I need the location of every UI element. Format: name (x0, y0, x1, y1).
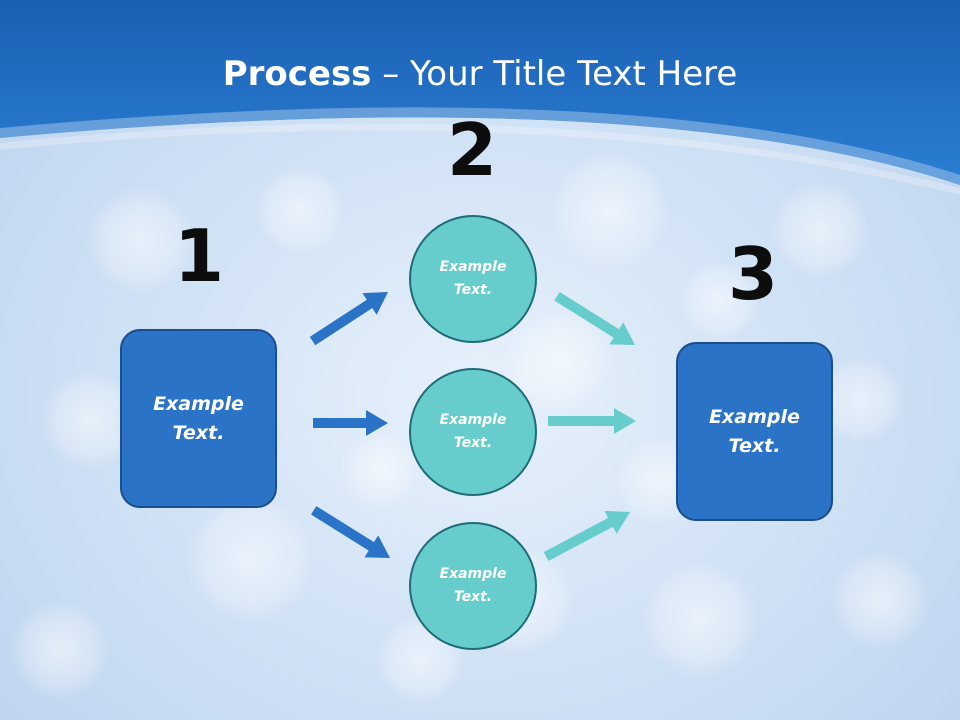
step-number-2: 2 (446, 108, 498, 192)
slide-title: Process – Your Title Text Here (0, 50, 960, 98)
circle-middle: Example Text. (409, 368, 537, 496)
step-number-3: 3 (727, 232, 779, 316)
title-bold: Process (222, 54, 372, 94)
header-highlight (0, 107, 960, 185)
start-box-label: Example Text. (153, 392, 244, 444)
circle-bottom-label: Example Text. (439, 566, 507, 605)
circle-middle-label: Example Text. (439, 412, 507, 451)
circle-top-label: Example Text. (439, 259, 507, 298)
title-rest: – Your Title Text Here (371, 54, 738, 94)
header-band (0, 0, 960, 185)
end-box-label: Example Text. (709, 405, 800, 457)
circle-bottom: Example Text. (409, 522, 537, 650)
end-box: Example Text. (676, 342, 833, 521)
start-box: Example Text. (120, 329, 277, 508)
circle-top: Example Text. (409, 215, 537, 343)
step-number-1: 1 (173, 214, 225, 298)
